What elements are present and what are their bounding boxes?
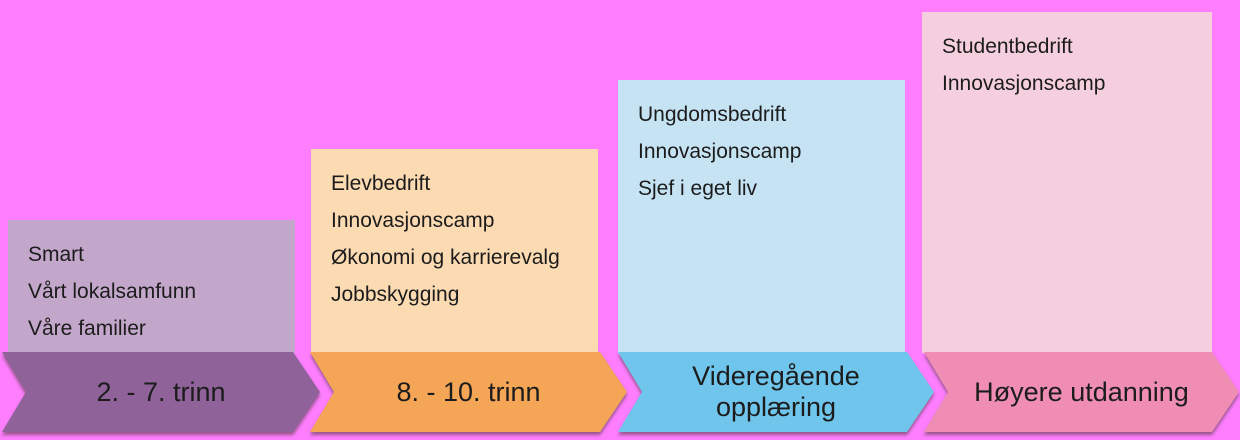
- program-item: Jobbskygging: [331, 283, 460, 306]
- stage-label-grades-8-10: 8. - 10. trinn: [396, 376, 541, 407]
- stage-arrow-grades-8-10: 8. - 10. trinn: [310, 352, 627, 432]
- program-item: Studentbedrift: [942, 35, 1073, 58]
- stage-label-grades-2-7: 2. - 7. trinn: [96, 376, 226, 407]
- stage-arrow-higher-education: Høyere utdanning: [924, 352, 1239, 432]
- stage-arrow-grades-2-7: 2. - 7. trinn: [2, 352, 320, 432]
- stage-arrow-wrap-grades-8-10: 8. - 10. trinn: [310, 352, 627, 432]
- program-item: Ungdomsbedrift: [638, 103, 787, 126]
- stage-arrow-upper-secondary: Videregående opplæring: [618, 352, 934, 432]
- stage-box-grades-2-7: Smart Vårt lokalsamfunn Våre familier: [8, 220, 295, 353]
- stage-arrow-wrap-upper-secondary: Videregående opplæring: [618, 352, 934, 432]
- stage-arrow-wrap-higher-education: Høyere utdanning: [924, 352, 1239, 432]
- program-item: Vårt lokalsamfunn: [28, 280, 197, 303]
- stage-label-upper-secondary: Videregående opplæring: [692, 361, 860, 422]
- stage-label-higher-education: Høyere utdanning: [974, 376, 1189, 407]
- program-item: Elevbedrift: [331, 172, 431, 195]
- program-item: Våre familier: [28, 317, 146, 340]
- stage-box-higher-education: Studentbedrift Innovasjonscamp: [922, 12, 1212, 353]
- program-item: Økonomi og karrierevalg: [331, 246, 560, 269]
- stage-arrow-wrap-grades-2-7: 2. - 7. trinn: [2, 352, 320, 432]
- stage-box-upper-secondary: Ungdomsbedrift Innovasjonscamp Sjef i eg…: [618, 80, 905, 353]
- stage-box-grades-8-10: Elevbedrift Innovasjonscamp Økonomi og k…: [311, 149, 598, 353]
- program-item: Innovasjonscamp: [331, 209, 495, 232]
- program-item: Innovasjonscamp: [942, 72, 1106, 95]
- program-item: Innovasjonscamp: [638, 140, 802, 163]
- program-item: Smart: [28, 243, 85, 266]
- program-item: Sjef i eget liv: [638, 177, 758, 200]
